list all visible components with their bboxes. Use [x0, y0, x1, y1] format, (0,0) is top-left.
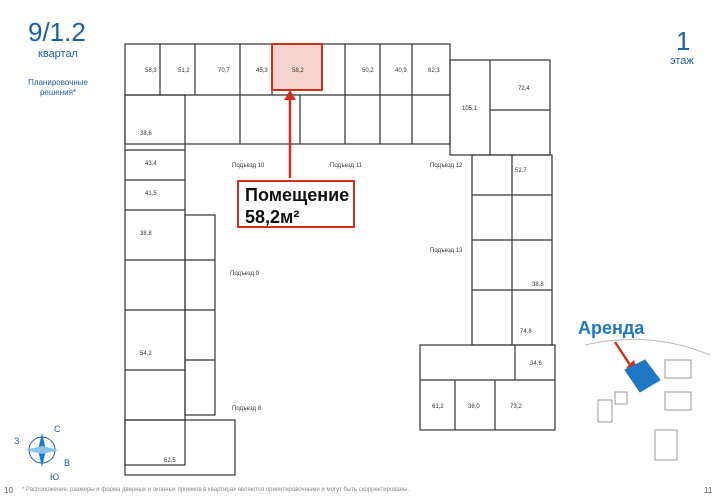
svg-text:В: В	[64, 458, 70, 468]
rent-label: Аренда	[578, 318, 645, 338]
room-area: 70,7	[218, 68, 230, 74]
room-area: 62,3	[428, 68, 440, 74]
inner-left-column	[184, 214, 216, 416]
room-area: 105,1	[462, 106, 478, 112]
room-area: 54,2	[140, 351, 152, 357]
bottom-right-block	[419, 344, 556, 431]
room-area: 73,2	[510, 404, 522, 410]
callout-area: 58,2м²	[245, 207, 300, 227]
unit-callout[interactable]: Помещение 58,2м²	[237, 180, 355, 228]
callout-arrowhead	[284, 90, 296, 100]
room-area: 62,5	[164, 458, 176, 464]
room-area: 40,9	[395, 68, 407, 74]
svg-text:З: З	[14, 436, 19, 446]
room-area: 34,6	[530, 361, 542, 367]
entrance-label: Подъезд 10	[232, 163, 265, 169]
page-number-left: 10	[4, 486, 13, 495]
quarter-number: 9/1.2	[28, 17, 86, 47]
room-area: 58,3	[145, 68, 157, 74]
entrance-label: Подъезд 12	[430, 163, 463, 169]
room-area: 43,4	[145, 161, 157, 167]
room-area: 38,0	[468, 404, 480, 410]
room-area: 38,8	[532, 282, 544, 288]
site-mini-map	[584, 338, 711, 461]
room-area: 74,8	[520, 329, 532, 335]
callout-title: Помещение	[245, 185, 350, 205]
entrance-label: Подъезд 13	[430, 248, 463, 254]
bottom-left-block	[124, 419, 236, 476]
room-area: 38,6	[140, 131, 152, 137]
plan-label: Планировочные решения*	[28, 78, 88, 97]
rent-arrow	[613, 341, 634, 369]
room-area: 50,2	[362, 68, 374, 74]
room-area: 52,7	[515, 168, 527, 174]
room-area: 51,2	[178, 68, 190, 74]
floor-word: этаж	[670, 55, 694, 67]
footer-note: * Расположение, размеры и форма дверных …	[22, 487, 410, 493]
floor-number: 1	[676, 26, 691, 56]
room-area-highlighted: 58,2	[292, 68, 304, 74]
entrance-label: Подъезд 9	[230, 271, 260, 277]
room-area: 72,4	[518, 86, 530, 92]
room-area: 61,2	[432, 404, 444, 410]
entrance-label: Подъезд 8	[232, 406, 262, 412]
highlighted-unit[interactable]	[271, 43, 323, 91]
room-area: 38,8	[140, 231, 152, 237]
page-number-right: 11	[704, 486, 713, 495]
svg-text:С: С	[54, 424, 61, 434]
quarter-word: квартал	[38, 48, 78, 60]
svg-text:Ю: Ю	[50, 472, 59, 482]
room-area: 45,3	[256, 68, 268, 74]
room-area: 41,5	[145, 191, 157, 197]
entrance-label: Подъезд 11	[330, 163, 363, 169]
compass-icon: С В Ю З	[14, 424, 70, 482]
